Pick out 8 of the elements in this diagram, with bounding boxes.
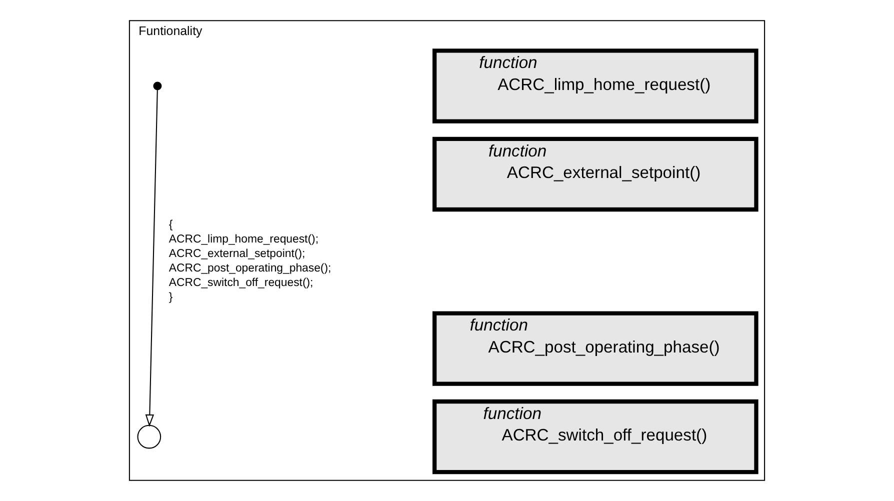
node-box: function ACRC_post_operating_phase()	[432, 311, 758, 386]
arrow	[145, 90, 158, 427]
node-box: function ACRC_limp_home_request()	[432, 48, 758, 124]
node-box: function ACRC_external_setpoint()	[432, 136, 758, 212]
node-circle	[137, 424, 162, 449]
node-dot	[153, 82, 162, 90]
node-box: function ACRC_switch_off_request()	[432, 399, 758, 474]
edge-label: { ACRC_limp_home_request(); ACRC_external_setpoint(); ACRC_post_operating_phase(); ACRC_switch_off_request(); }	[168, 218, 332, 304]
